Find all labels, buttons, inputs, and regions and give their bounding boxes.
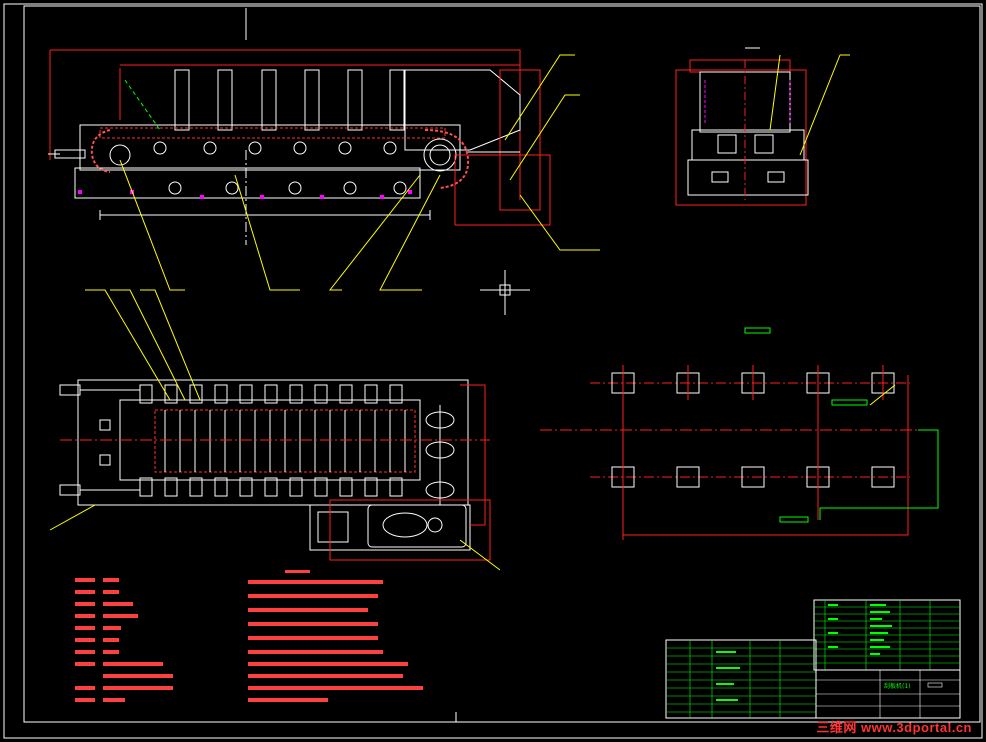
revision-table [665,639,817,719]
spec-text-block [75,578,173,702]
side-view [675,47,850,206]
title-block: 刮板机(1) [815,669,961,719]
front-elevation-view [48,49,551,245]
watermark-logo: 三维网 [816,720,857,735]
front-view-leaders [119,54,600,291]
title-block-name: 刮板机(1) [884,682,911,690]
drawing-inner-border [23,5,981,723]
parts-list-table [813,599,961,671]
crosshair-mark [480,270,530,315]
technical-notes-block [248,570,423,702]
drawing-outer-border [3,3,983,739]
foundation-layout [540,327,940,540]
watermark-url: www.3dportal.cn [860,720,972,735]
watermark: 三维网 www.3dportal.cn [816,717,972,736]
plan-view [49,289,501,571]
